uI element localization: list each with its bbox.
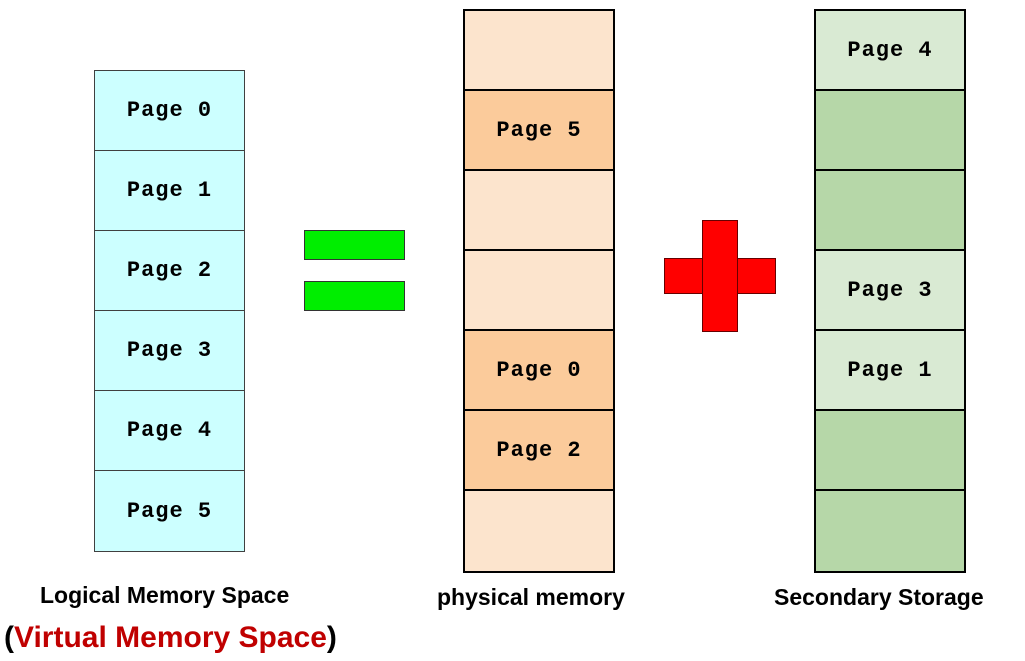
logical-page-cell: Page 0 bbox=[95, 71, 244, 151]
logical-memory-caption: Logical Memory Space bbox=[40, 582, 290, 608]
storage-block bbox=[816, 171, 964, 251]
paren-close: ) bbox=[326, 621, 337, 654]
logical-page-cell: Page 5 bbox=[95, 471, 244, 551]
equals-icon-lower-bar bbox=[304, 281, 405, 311]
physical-memory-caption: physical memory bbox=[437, 584, 625, 610]
paren-open: ( bbox=[4, 621, 14, 654]
logical-memory-column: Page 0 Page 1 Page 2 Page 3 Page 4 Page … bbox=[94, 70, 245, 552]
physical-frame: Page 0 bbox=[465, 331, 613, 411]
logical-page-cell: Page 3 bbox=[95, 311, 244, 391]
physical-frame: Page 2 bbox=[465, 411, 613, 491]
physical-frame bbox=[465, 11, 613, 91]
storage-block bbox=[816, 491, 964, 571]
physical-frame bbox=[465, 491, 613, 571]
equals-icon bbox=[304, 230, 405, 260]
physical-frame: Page 5 bbox=[465, 91, 613, 171]
logical-page-cell: Page 4 bbox=[95, 391, 244, 471]
virtual-memory-label: Virtual Memory Space bbox=[14, 621, 327, 654]
secondary-storage-caption: Secondary Storage bbox=[774, 584, 984, 610]
storage-block: Page 4 bbox=[816, 11, 964, 91]
physical-memory-column: Page 5 Page 0 Page 2 bbox=[463, 9, 615, 573]
storage-block: Page 3 bbox=[816, 251, 964, 331]
storage-block bbox=[816, 411, 964, 491]
logical-page-cell: Page 1 bbox=[95, 151, 244, 231]
storage-block bbox=[816, 91, 964, 171]
logical-page-cell: Page 2 bbox=[95, 231, 244, 311]
storage-block: Page 1 bbox=[816, 331, 964, 411]
virtual-memory-caption: (Virtual Memory Space) bbox=[4, 621, 337, 655]
physical-frame bbox=[465, 171, 613, 251]
plus-icon-center bbox=[704, 259, 736, 293]
physical-frame bbox=[465, 251, 613, 331]
secondary-storage-column: Page 4 Page 3 Page 1 bbox=[814, 9, 966, 573]
